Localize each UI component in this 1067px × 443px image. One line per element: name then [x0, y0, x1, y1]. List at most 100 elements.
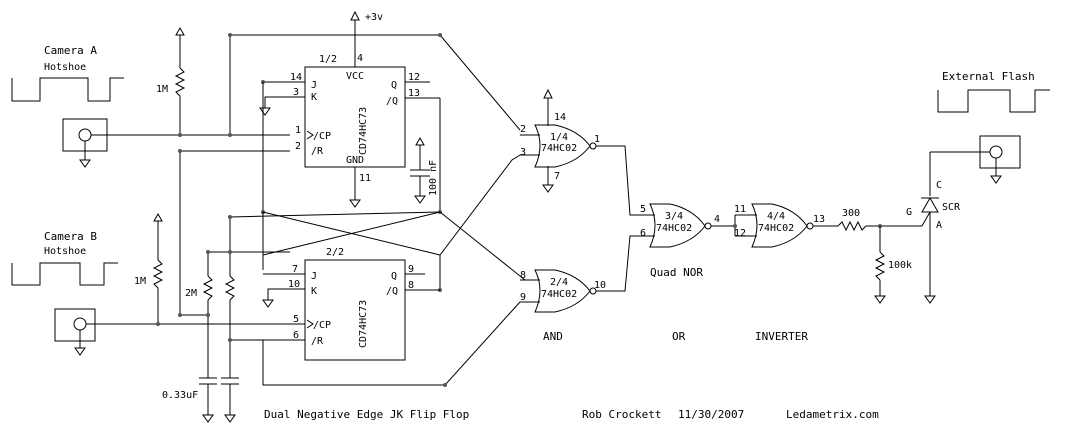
external-flash-block: External Flash [930, 70, 1050, 184]
resistor-2m-label: 2M [185, 288, 197, 299]
ff2-part: CD74HC73 [358, 300, 369, 348]
ff1-pin-vcc: 4 [357, 53, 363, 64]
timing-capacitor-label: 0.33uF [162, 390, 198, 401]
ff1-pin-cp: 1 [295, 125, 301, 136]
resistor-1m-b-label: 1M [134, 276, 146, 287]
bypass-capacitor: 100 nF [410, 136, 439, 204]
ff2-pin-cp: 5 [293, 314, 299, 325]
camera-b-title: Camera B [44, 230, 97, 243]
resistor-100k-label: 100k [888, 260, 912, 271]
ff1-j-label: J [311, 80, 317, 91]
scr-gate-label: G [906, 207, 912, 218]
or-section-label: OR [672, 330, 686, 343]
ff1-part: CD74HC73 [358, 107, 369, 155]
ff2-cp-label: /CP [313, 320, 331, 331]
supply-arrow-icon [415, 136, 425, 146]
nor-gate-1: 1/4 74HC02 2 3 1 14 7 [520, 88, 600, 193]
ff2-j-label: J [311, 271, 317, 282]
ff2-pin-r: 6 [293, 330, 299, 341]
ff2-pin-q: 9 [408, 264, 414, 275]
quad-nor-label: Quad NOR [650, 266, 703, 279]
ff1-gnd-label: GND [346, 155, 364, 166]
gate1-pin-gnd: 7 [554, 171, 560, 182]
ground-icon [262, 299, 274, 308]
gate3-pin-a: 5 [640, 204, 646, 215]
supply-arrow-icon [175, 26, 185, 36]
scr: C SCR A G [906, 152, 961, 304]
ff2-qn-label: /Q [386, 286, 398, 297]
cross-wiring [208, 82, 526, 387]
ff1-body [304, 66, 406, 168]
ff2-pin-j: 7 [292, 264, 298, 275]
gate2-part: 74HC02 [541, 289, 577, 300]
footer-title: Dual Negative Edge JK Flip Flop [264, 408, 469, 421]
flip-flop-2: 2/2 J K /CP /R Q /Q CD74HC73 7 10 5 6 9 … [230, 247, 440, 361]
and-section-label: AND [543, 330, 563, 343]
nor-gate-2: 2/4 74HC02 8 9 10 [520, 269, 606, 313]
footer-author: Rob Crockett [582, 408, 661, 421]
nor-gate-4: 4/4 74HC02 11 12 13 [733, 203, 825, 248]
flip-flop-1: 1/2 VCC GND J K /CP /R Q /Q CD74HC73 14 … [259, 10, 440, 208]
scr-anode-label: A [936, 220, 942, 231]
supply-arrow-icon [350, 10, 360, 21]
gate1-pin-out: 1 [594, 134, 600, 145]
camera-a-block: Camera A Hotshoe [11, 44, 290, 168]
camera-a-title: Camera A [44, 44, 97, 57]
gate2-unit: 2/4 [550, 277, 568, 288]
gate1-part: 74HC02 [541, 143, 577, 154]
ground-icon [414, 195, 426, 204]
ff1-pin-r: 2 [295, 141, 301, 152]
ff1-unit: 1/2 [319, 54, 337, 65]
timing-network: 2M 0.33uF [162, 250, 239, 423]
resistor-1m-a: 1M [156, 26, 186, 137]
ff1-pin-qn: 13 [408, 88, 420, 99]
ff1-q-label: Q [391, 80, 397, 91]
ground-icon [202, 414, 214, 423]
gate2-pin-out: 10 [594, 280, 606, 291]
ff1-cp-label: /CP [313, 131, 331, 142]
ground-icon [349, 199, 361, 208]
inversion-bubble [704, 222, 712, 230]
footer-date: 11/30/2007 [678, 408, 744, 421]
camera-b-pulse-waveform [11, 262, 118, 286]
ground-icon [542, 184, 554, 193]
ff2-q-label: Q [391, 271, 397, 282]
camera-b-jack [54, 308, 96, 342]
ff1-pin-k: 3 [293, 87, 299, 98]
scr-label: SCR [942, 202, 961, 213]
ff1-qn-label: /Q [386, 96, 398, 107]
gate4-pin-a: 11 [734, 204, 746, 215]
ff2-pin-k: 10 [288, 279, 300, 290]
gate4-unit: 4/4 [767, 211, 785, 222]
gate2-pin-a: 8 [520, 270, 526, 281]
scr-cathode-label: C [936, 180, 942, 191]
supply-arrow-icon [153, 212, 163, 222]
gate3-pin-out: 4 [714, 214, 720, 225]
ground-icon [259, 107, 271, 116]
output-stage: 300 100k [813, 208, 922, 304]
ff1-pin-j: 14 [290, 72, 302, 83]
scr-thyristor-icon [921, 196, 939, 213]
supply-label: +3v [365, 12, 383, 23]
camera-a-subtitle: Hotshoe [44, 62, 86, 73]
external-flash-pulse-waveform [937, 89, 1050, 113]
ff2-r-label: /R [311, 336, 324, 347]
ff1-pin-gnd: 11 [359, 173, 371, 184]
gate1-pin-vcc: 14 [554, 112, 566, 123]
ground-icon [990, 175, 1002, 184]
resistor-1m-b: 1M [134, 212, 164, 326]
external-flash-title: External Flash [942, 70, 1035, 83]
ground-icon [224, 414, 236, 423]
gate3-pin-b: 6 [640, 228, 646, 239]
supply-arrow-icon [543, 88, 553, 99]
ff2-pin-qn: 8 [408, 280, 414, 291]
ground-icon [79, 159, 91, 168]
ff1-k-label: K [311, 92, 317, 103]
ff1-vcc-label: VCC [346, 71, 364, 82]
gate4-part: 74HC02 [758, 223, 794, 234]
gate3-part: 74HC02 [656, 223, 692, 234]
ff2-k-label: K [311, 286, 317, 297]
ground-icon [874, 295, 886, 304]
ff2-unit: 2/2 [326, 247, 344, 258]
